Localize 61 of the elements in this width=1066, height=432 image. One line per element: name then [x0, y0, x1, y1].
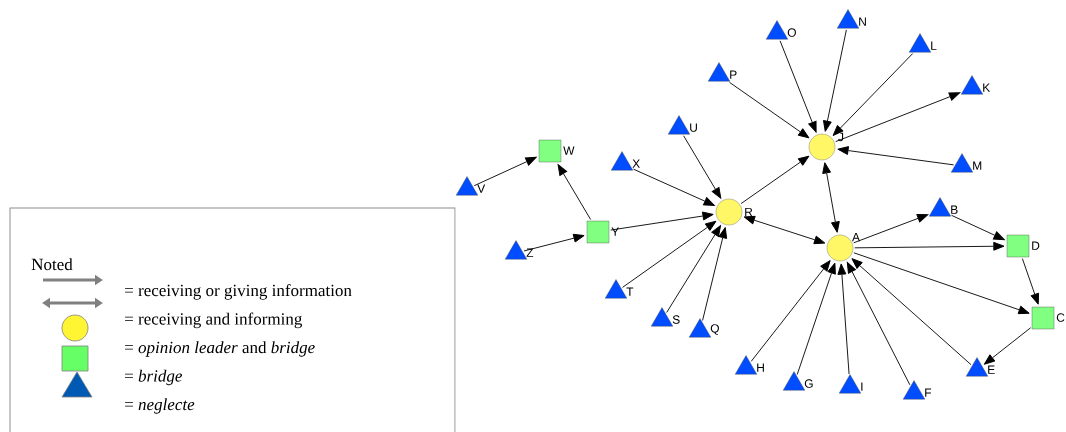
node-label: H — [757, 363, 764, 372]
node-label: I — [861, 382, 863, 391]
arrow — [523, 233, 585, 252]
arrow — [740, 155, 810, 205]
node-label: S — [672, 315, 680, 324]
arrow — [702, 227, 728, 321]
node-label: P — [730, 70, 737, 79]
arrow — [750, 260, 831, 362]
legend-text: = neglecte — [125, 398, 195, 414]
arrow — [983, 327, 1032, 365]
arrow — [853, 252, 1030, 315]
arrow — [835, 92, 961, 143]
node-label: V — [477, 184, 486, 193]
node-label: W — [563, 146, 575, 155]
legend-text: = bridge — [125, 369, 183, 386]
arrow — [854, 241, 1005, 251]
node-label: Q — [710, 324, 719, 335]
node-label: Y — [611, 227, 619, 236]
node-label: J — [838, 132, 844, 142]
node-label: E — [988, 365, 995, 374]
node-label: K — [983, 83, 991, 92]
arrow — [951, 214, 1005, 241]
node-label: G — [804, 379, 813, 388]
legend-text: = opinion leader and bridge — [125, 341, 315, 357]
node-label: L — [931, 41, 937, 50]
arrow — [796, 262, 836, 375]
node-label: O — [787, 28, 796, 37]
arrow — [822, 162, 840, 233]
arrow — [853, 214, 929, 244]
arrow — [846, 261, 911, 386]
note-label: Noted — [31, 258, 73, 271]
node-label: Z — [526, 248, 534, 257]
arrow — [683, 135, 722, 199]
arrow — [557, 164, 592, 220]
arrow — [622, 220, 717, 288]
legend-text: = receiving and informing — [125, 312, 302, 329]
arrow — [837, 263, 850, 375]
node-label: T — [626, 287, 634, 296]
node-label: A — [852, 232, 860, 242]
arrow — [779, 40, 817, 133]
arrow — [851, 258, 972, 366]
node-label: X — [632, 159, 640, 168]
node-label: F — [925, 388, 932, 397]
arrow — [632, 168, 715, 206]
arrow — [837, 146, 955, 166]
node-label: R — [745, 207, 753, 217]
arrow — [729, 81, 810, 139]
arrow — [832, 53, 914, 136]
node-label: U — [690, 123, 697, 132]
node-label: C — [1056, 313, 1065, 322]
arrow — [823, 29, 847, 132]
legend-text: = receiving or giving information — [125, 284, 352, 300]
arrow — [473, 156, 537, 187]
node-label: N — [859, 17, 866, 26]
arrow — [1021, 258, 1040, 305]
node-label: M — [973, 161, 982, 170]
node-label: B — [951, 205, 958, 214]
arrow — [743, 215, 826, 245]
node-label: D — [1032, 241, 1040, 250]
arrow — [666, 225, 722, 313]
arrow — [610, 211, 714, 231]
